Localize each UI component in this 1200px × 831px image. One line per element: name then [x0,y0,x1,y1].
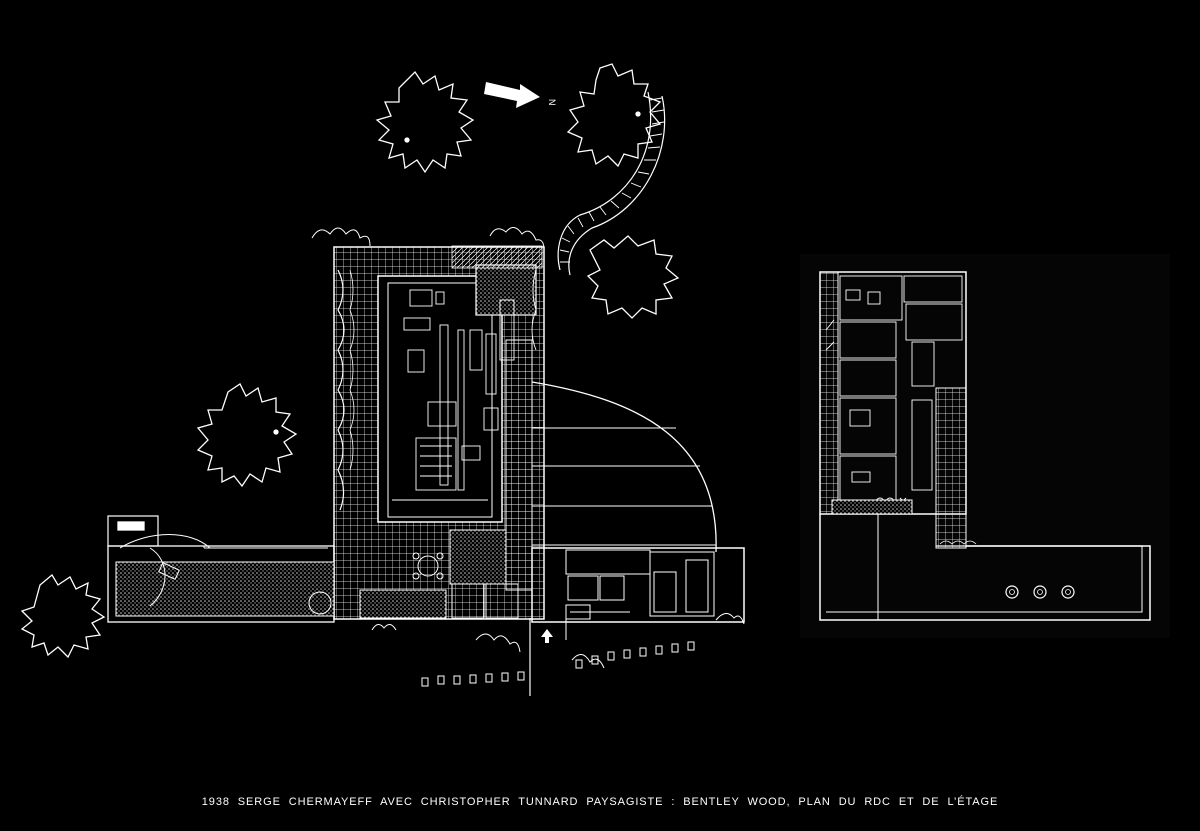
north-arrow-icon [484,82,540,108]
entrance-arrow-icon [541,629,553,643]
north-label: N [547,99,557,106]
architectural-plans: N [20,63,1170,696]
tree-icon [196,383,298,488]
ground-floor-plan [20,63,745,696]
tree-icon [375,70,475,174]
tree-icon [20,574,106,659]
figure-caption: 1938 SERGE CHERMAYEFF AVEC CHRISTOPHER T… [201,796,999,808]
upper-floor-panel [800,254,1170,638]
tree-icon [566,63,662,168]
first-floor-plan [800,254,1170,638]
tree-icon [586,235,680,319]
